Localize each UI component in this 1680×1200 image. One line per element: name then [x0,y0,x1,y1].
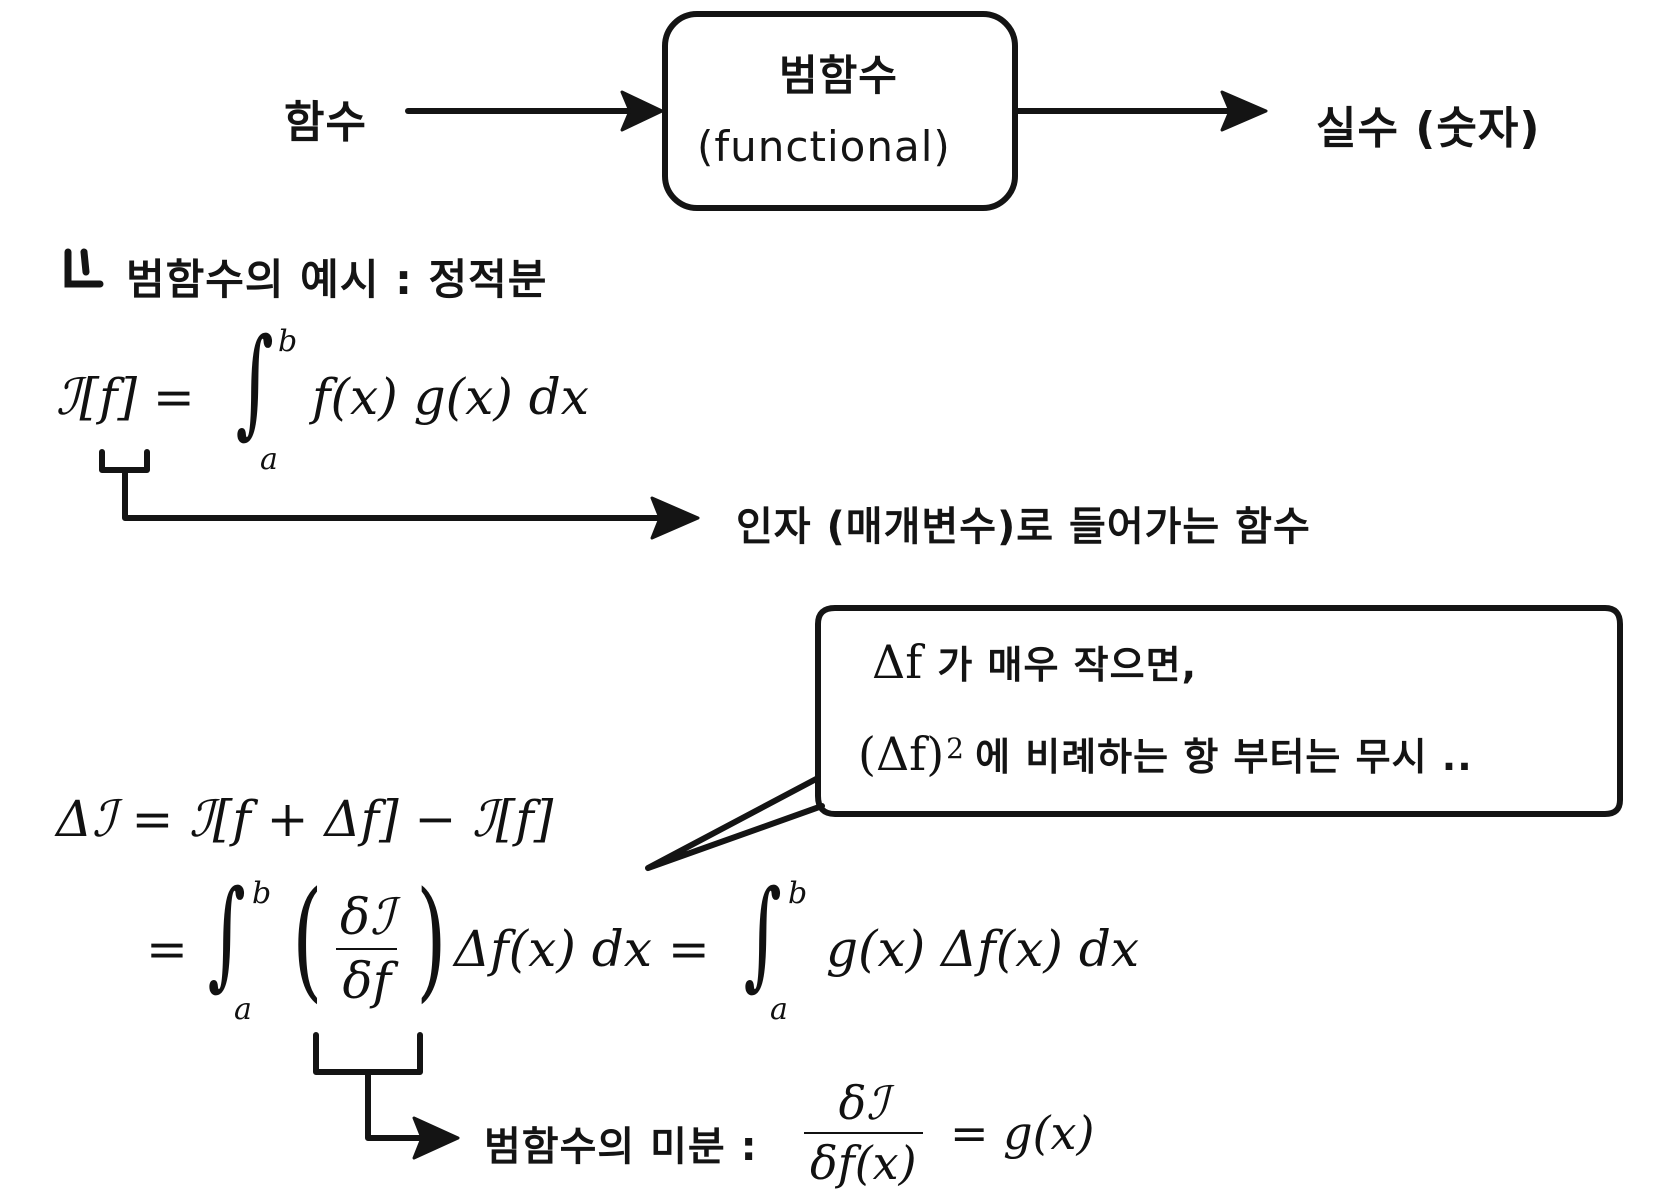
int-upper-limit: b [278,324,298,359]
output-label: 실수 (숫자) [1316,103,1541,154]
derivative-rhs: = g(x) [950,1106,1095,1160]
callout-line1: Δf 가 매우 작으면, [872,634,1197,689]
bullet-mark [64,248,104,288]
integral-sign-3: ∫ [743,864,782,1002]
eq2-tail: g(x) Δf(x) dx [826,920,1140,978]
int3-lower-limit: a [770,992,788,1027]
derivative-equation: δℐ δf(x) = g(x) [800,1076,1220,1196]
callout-delta-f-sq: (Δf) [858,727,945,781]
derivative-numerator: δℐ [838,1076,888,1130]
functional-derivative-fraction: δℐ δf [336,888,398,1010]
callout-text2: 에 비례하는 항 부터는 무시 .. [975,735,1473,779]
functional-subtitle: (functional) [697,122,951,171]
int2-upper-limit: b [252,876,272,911]
int2-lower-limit: a [234,992,252,1027]
derivative-denominator: δf(x) [804,1132,923,1190]
integral-sign: ∫ [235,312,274,450]
derivative-label: 범함수의 미분 : [484,1124,758,1170]
input-label: 함수 [284,97,367,148]
input-arrow-head [620,90,664,132]
eq2-middle: Δf(x) dx = [454,920,710,978]
example-heading: 범함수의 예시 : 정적분 [126,255,548,304]
callout-pointer [645,775,825,871]
variation-expansion: = ∫ b a ( δℐ δf ) Δf(x) dx = ∫ b a g(x) … [146,874,1196,1030]
eq-integrand: f(x) g(x) dx [312,368,589,426]
eq-lhs: ℐ[f] = [56,368,195,426]
callout-text1: 가 매우 작으면, [937,643,1197,687]
frac-denominator: δf [336,948,398,1010]
int-lower-limit: a [260,442,278,477]
callout-delta-f: Δf [872,635,923,689]
arg-arrow-head [650,496,700,540]
frac-numerator: δℐ [340,888,394,946]
integral-sign-2: ∫ [207,864,246,1002]
callout-exponent: 2 [946,731,964,765]
callout-line2: (Δf)2 에 비례하는 항 부터는 무시 .. [858,726,1473,781]
callout-box [815,605,1623,817]
functional-title: 범함수 [779,51,898,100]
argument-note: 인자 (매개변수)로 들어가는 함수 [736,504,1311,550]
derivative-bracket [313,1032,423,1141]
output-arrow-head [1220,90,1268,132]
variation-equation: Δℐ = ℐ[f + Δf] − ℐ[f] [56,790,554,848]
int3-upper-limit: b [788,876,808,911]
eq2-equals: = [146,920,188,978]
right-paren: ) [416,863,447,1015]
derivative-arrow-head [412,1116,460,1160]
arg-bracket [99,449,663,521]
derivative-fraction: δℐ δf(x) [804,1076,923,1190]
left-paren: ( [292,863,323,1015]
